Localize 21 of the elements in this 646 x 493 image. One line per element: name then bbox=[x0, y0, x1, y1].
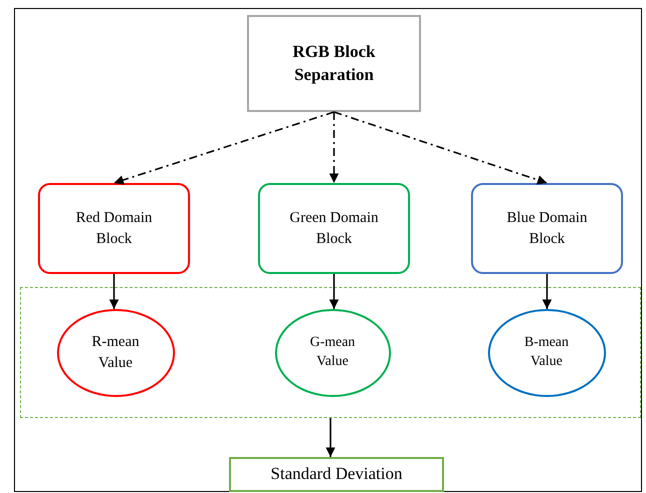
process-box bbox=[38, 183, 190, 274]
arrow bbox=[542, 274, 552, 309]
process-box bbox=[247, 15, 421, 112]
process-box bbox=[471, 183, 623, 274]
arrow bbox=[326, 418, 336, 457]
node-label: B-mean Value bbox=[523, 334, 570, 370]
arrow bbox=[329, 112, 339, 183]
node-label: RGB Block Separation bbox=[292, 40, 376, 86]
arrow bbox=[114, 111, 334, 185]
process-box bbox=[258, 183, 410, 274]
arrow bbox=[329, 274, 339, 309]
result-box bbox=[229, 457, 444, 492]
group-box bbox=[20, 287, 641, 418]
arrow bbox=[109, 274, 119, 309]
node-label: R-mean Value bbox=[90, 333, 140, 372]
node-label: G-mean Value bbox=[308, 334, 356, 370]
arrow bbox=[334, 111, 548, 185]
node-label: Red Domain Block bbox=[74, 209, 154, 248]
node-label: Green Domain Block bbox=[288, 209, 380, 248]
node-label: Standard Deviation bbox=[270, 463, 402, 486]
node-label: Blue Domain Block bbox=[506, 209, 588, 248]
